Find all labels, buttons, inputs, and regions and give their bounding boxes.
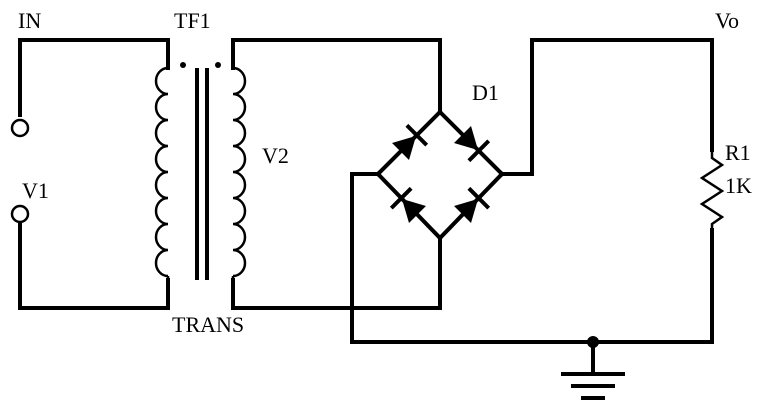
input-terminal-bottom xyxy=(10,204,30,224)
input-wiring xyxy=(18,38,170,310)
label-trans: TRANS xyxy=(172,312,244,337)
label-r1: R1 xyxy=(725,140,751,165)
label-v1: V1 xyxy=(22,178,49,203)
transformer-tf1 xyxy=(154,62,247,280)
label-d1: D1 xyxy=(472,80,499,105)
polarity-dot-secondary xyxy=(215,62,221,68)
label-tf1: TF1 xyxy=(174,8,211,33)
ground-symbol xyxy=(561,336,625,400)
diode-bottom-right xyxy=(454,186,491,223)
resistor-r1 xyxy=(699,150,725,230)
input-terminal-top xyxy=(10,118,30,138)
polarity-dot-primary xyxy=(180,62,186,68)
diode-top-left xyxy=(392,123,429,160)
bridge-rectifier-d1 xyxy=(375,109,505,241)
label-r1-value: 1K xyxy=(725,173,752,198)
output-wiring xyxy=(350,38,714,344)
diode-bottom-left xyxy=(389,186,426,223)
secondary-wiring xyxy=(231,38,442,310)
label-vo: Vo xyxy=(715,8,739,33)
label-v2: V2 xyxy=(262,143,289,168)
label-in: IN xyxy=(18,8,41,33)
diode-top-right xyxy=(454,126,491,163)
